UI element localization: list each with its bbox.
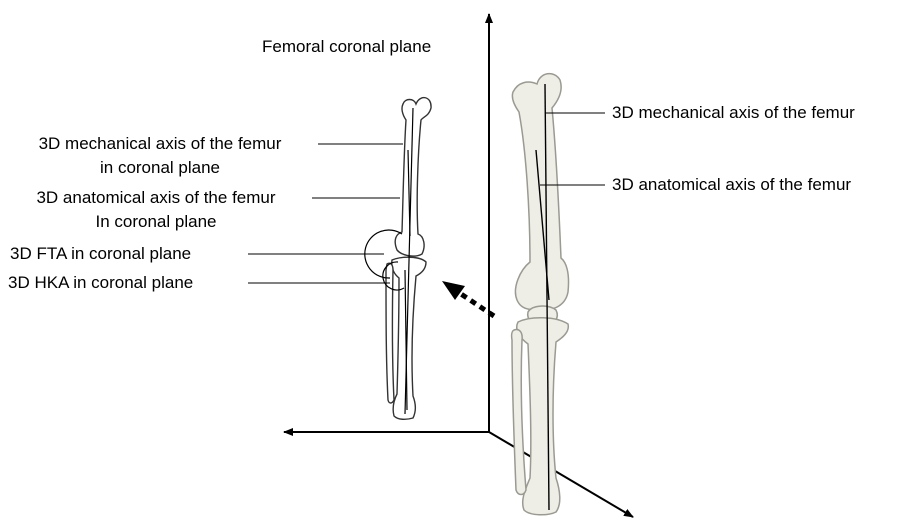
label-mech-axis-coronal-line1: 3D mechanical axis of the femur [8,134,312,154]
projected-fibula-outline [386,263,394,403]
label-anat-axis-coronal-line1: 3D anatomical axis of the femur [8,188,304,208]
label-mech-axis-3d: 3D mechanical axis of the femur [612,103,855,123]
label-anat-axis-coronal: 3D anatomical axis of the femur In coron… [8,188,304,232]
coordinate-axes [284,14,633,517]
label-mech-axis-coronal: 3D mechanical axis of the femur in coron… [8,134,312,178]
femoral-coronal-plane-title: Femoral coronal plane [262,37,431,57]
3d-leg-bone-model [512,74,569,515]
femur-shape [512,74,568,310]
depth-axis-arrow [489,432,633,517]
label-fta-coronal: 3D FTA in coronal plane [10,244,191,264]
label-hka-coronal: 3D HKA in coronal plane [8,273,193,293]
label-anat-axis-3d: 3D anatomical axis of the femur [612,175,851,195]
label-anat-axis-coronal-line2: In coronal plane [8,212,304,232]
label-mech-axis-coronal-line2: in coronal plane [8,158,312,178]
projection-arrow [442,281,494,316]
fibula-shape [512,329,526,494]
